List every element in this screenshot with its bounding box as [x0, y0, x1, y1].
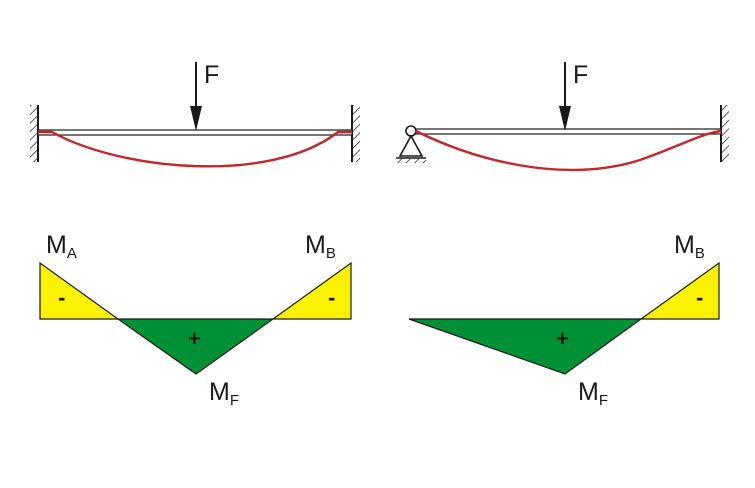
- left-force-arrow: [190, 62, 202, 131]
- label-mf-right: MF: [578, 378, 608, 409]
- left-deflection-curve: [38, 130, 352, 168]
- right-negative-region: [639, 261, 720, 320]
- left-beam-system: F: [30, 61, 360, 168]
- right-positive-region: [408, 318, 643, 375]
- right-beam-system: F: [396, 61, 729, 172]
- left-negative-region-a: [39, 261, 120, 320]
- left-wall-left-support: [30, 105, 39, 162]
- label-mf-left: MF: [209, 378, 239, 409]
- left-beam: [37, 129, 353, 136]
- right-beam: [415, 128, 722, 135]
- label-ma: MA: [46, 231, 77, 262]
- left-wall-right-support: [351, 105, 360, 162]
- label-mb-right: MB: [674, 231, 705, 262]
- right-moment-diagram: - + MB MF: [408, 231, 720, 409]
- left-force-label: F: [204, 61, 219, 89]
- left-moment-diagram: - - + MA MB MF: [39, 231, 352, 409]
- left-neg-sign-a: -: [58, 285, 65, 310]
- left-pos-sign: +: [188, 326, 201, 351]
- left-negative-region-b: [271, 261, 352, 320]
- right-deflection-curve: [415, 129, 722, 172]
- right-pos-sign: +: [556, 326, 569, 351]
- right-force-label: F: [573, 61, 588, 89]
- right-neg-sign: -: [696, 285, 703, 310]
- left-neg-sign-b: -: [328, 285, 335, 310]
- right-force-arrow: [559, 62, 571, 131]
- left-positive-region: [116, 318, 275, 375]
- right-wall-right-support: [720, 105, 729, 162]
- label-mb-left: MB: [305, 231, 336, 262]
